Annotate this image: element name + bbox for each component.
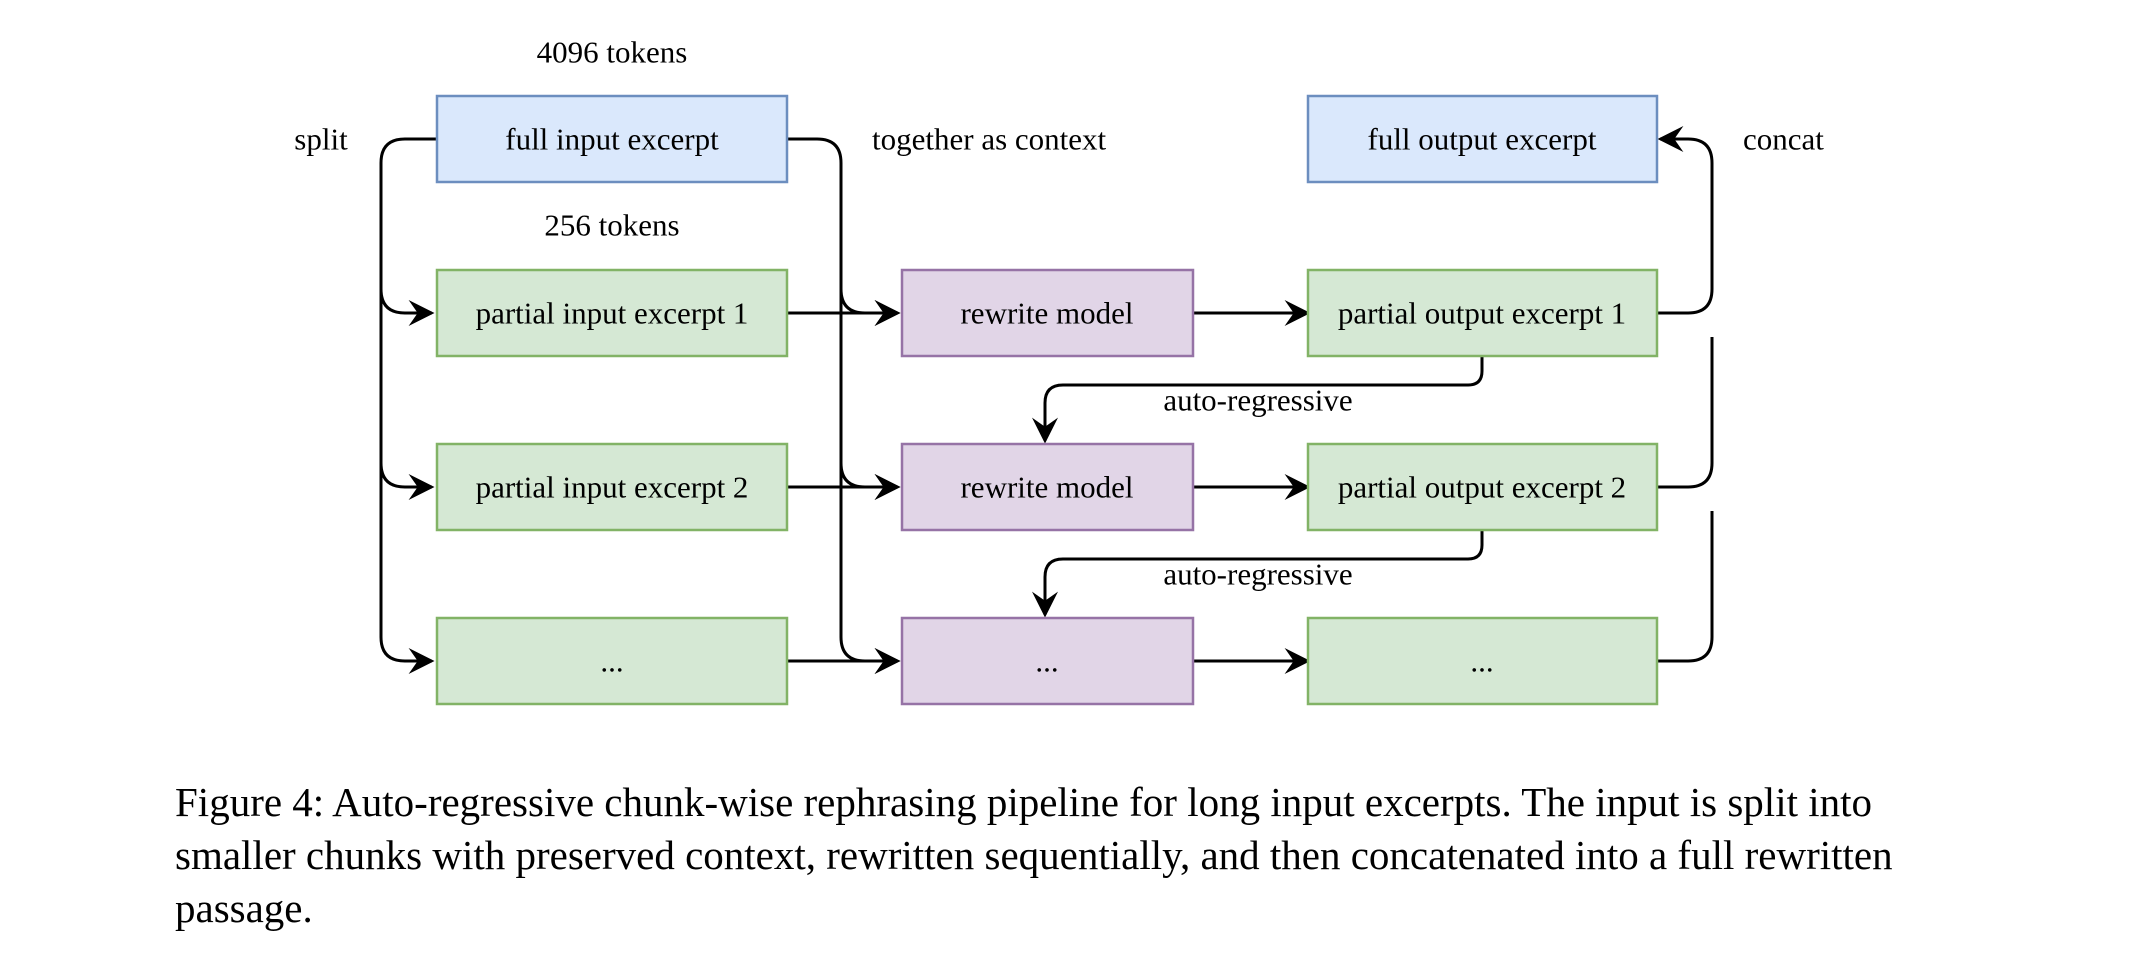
partial-input-label-2: partial input excerpt 2 (476, 470, 749, 505)
autoregressive-label-1: auto-regressive (1163, 383, 1352, 418)
partial-output-label-2: partial output excerpt 2 (1338, 470, 1626, 505)
autoregressive-arrow-1 (1032, 357, 1484, 444)
partial-output-node-n: ... (1306, 616, 1659, 706)
split-arrow-2 (379, 289, 435, 500)
autoregressive-arrow-2 (1032, 531, 1484, 618)
split-label: split (294, 122, 348, 157)
rewrite-model-node-2: rewrite model (900, 442, 1195, 532)
split-arrow-1 (379, 137, 436, 326)
concat-label: concat (1743, 122, 1824, 157)
context-arrow-2 (839, 289, 901, 500)
full-input-node: full input excerpt (435, 94, 789, 184)
split-arrow-n (379, 463, 435, 674)
figure-caption: Figure 4: Auto-regressive chunk-wise rep… (175, 779, 1893, 931)
pipeline-diagram: full input excerpt full output excerpt p… (294, 35, 1824, 706)
autoregressive-label-2: auto-regressive (1163, 557, 1352, 592)
concat-arrow-1 (1656, 126, 1714, 315)
context-arrow-n (839, 463, 901, 674)
rewrite-model-label-2: rewrite model (960, 470, 1133, 505)
partial-input-label-1: partial input excerpt 1 (476, 296, 749, 331)
chunk-tokens-label: 256 tokens (544, 208, 679, 243)
partial-output-label-n: ... (1470, 644, 1493, 679)
full-output-node: full output excerpt (1306, 94, 1659, 184)
rewrite-model-label-1: rewrite model (960, 296, 1133, 331)
concat-arrow-2 (1656, 337, 1714, 489)
full-output-label: full output excerpt (1368, 122, 1597, 157)
concat-arrow-n (1656, 511, 1714, 663)
connectors (379, 126, 1714, 674)
partial-output-label-1: partial output excerpt 1 (1338, 296, 1626, 331)
context-arrow-1 (788, 137, 901, 326)
rewrite-model-node-n: ... (900, 616, 1195, 706)
partial-input-label-n: ... (600, 644, 623, 679)
partial-output-node-2: partial output excerpt 2 (1306, 442, 1659, 532)
partial-input-node-1: partial input excerpt 1 (435, 268, 789, 358)
partial-input-node-2: partial input excerpt 2 (435, 442, 789, 532)
rewrite-model-label-n: ... (1035, 644, 1058, 679)
full-input-label: full input excerpt (505, 122, 719, 157)
rewrite-model-node-1: rewrite model (900, 268, 1195, 358)
partial-input-node-n: ... (435, 616, 789, 706)
partial-output-node-1: partial output excerpt 1 (1306, 268, 1659, 358)
context-label: together as context (872, 122, 1107, 157)
top-tokens-label: 4096 tokens (537, 35, 688, 70)
